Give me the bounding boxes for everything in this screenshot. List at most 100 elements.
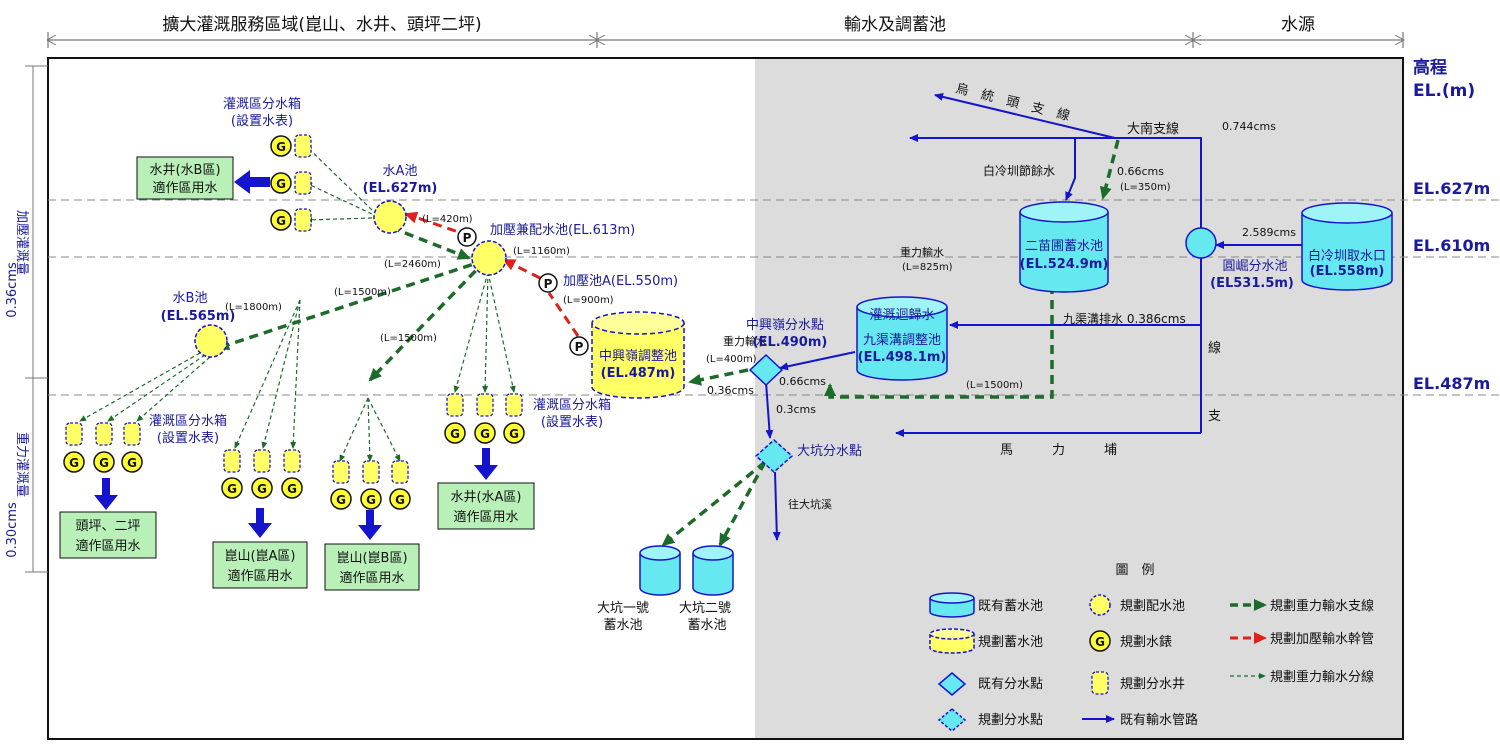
svg-text:P: P bbox=[463, 231, 472, 245]
planned-well bbox=[253, 449, 271, 473]
svg-text:崑山(崑A區): 崑山(崑A區) bbox=[224, 549, 295, 564]
tank-b-pool bbox=[194, 324, 228, 358]
el-627-label: EL.627m bbox=[1413, 179, 1490, 198]
area-kunB: 崑山(崑B區) 適作區用水 bbox=[324, 543, 420, 591]
svg-text:(L=900m): (L=900m) bbox=[563, 295, 614, 306]
malibu-canal-label: 馬 力 埔 bbox=[1000, 443, 1117, 458]
ermiao-name: 二苗圃蓄水池 bbox=[1025, 239, 1103, 254]
gravity-distribution bbox=[79, 145, 516, 462]
canal-line-char: 線 bbox=[1208, 340, 1221, 356]
planned-well bbox=[332, 460, 350, 484]
box-left-sub: (設置水表) bbox=[157, 430, 219, 446]
box-a-top-label: 灌溉區分水箱 bbox=[223, 96, 301, 112]
flow-036: 0.36cms bbox=[707, 384, 754, 397]
flow-066-bottom: 0.66cms bbox=[779, 375, 826, 388]
planned-well bbox=[294, 208, 312, 232]
yuanqi-pool bbox=[1185, 227, 1217, 259]
flow-0744: 0.744cms bbox=[1222, 120, 1276, 133]
baileng-el: (EL.558m) bbox=[1310, 264, 1385, 279]
legend-existing-pipe: 既有輸水管路 bbox=[1082, 712, 1198, 728]
planned-well bbox=[65, 422, 83, 446]
boost-dist-label: 加壓兼配水池(EL.613m) bbox=[490, 223, 635, 238]
area-touping: 頭坪、二坪 適作區用水 bbox=[59, 511, 157, 559]
baileng-name: 白冷圳取水口 bbox=[1308, 248, 1386, 264]
pressure-trunks bbox=[404, 211, 580, 337]
svg-text:G: G bbox=[276, 177, 286, 191]
flow-2589: 2.589cms bbox=[1242, 226, 1296, 239]
area-wellB: 水井(水B區) 適作區用水 bbox=[136, 156, 234, 200]
svg-text:(L=825m): (L=825m) bbox=[902, 262, 953, 273]
legend-planned-split: 規劃分水點 bbox=[937, 708, 1043, 732]
svg-text:G: G bbox=[287, 482, 297, 496]
jiuqu-return: 灌溉迴歸水 bbox=[869, 308, 934, 323]
jiuqu-drain-label: 九渠溝排水 0.386cms bbox=[1063, 312, 1186, 326]
gravity-label-1: 重力輸水 bbox=[723, 334, 767, 348]
svg-text:規劃重力輸水支線: 規劃重力輸水支線 bbox=[1270, 598, 1374, 614]
lower-axis-value: 0.30cms bbox=[5, 502, 20, 558]
baileng-surplus-label: 白冷圳節餘水 bbox=[983, 163, 1055, 178]
legend-existing-split: 既有分水點 bbox=[937, 672, 1043, 696]
meter-icon: G bbox=[251, 477, 273, 499]
tank-a-pool bbox=[373, 200, 407, 234]
dakeng1-label: 大坑一號 bbox=[597, 601, 649, 616]
svg-text:規劃分水井: 規劃分水井 bbox=[1120, 677, 1185, 692]
legend: 圖 例 既有蓄水池 規劃蓄水池 既有分水點 規劃分水點 規劃配水池 G 規劃水錶 bbox=[929, 563, 1374, 732]
zhongxing-split-point bbox=[748, 353, 784, 387]
planned-well bbox=[476, 393, 494, 417]
svg-text:G: G bbox=[276, 140, 286, 154]
el-487-label: EL.487m bbox=[1413, 374, 1490, 393]
svg-text:規劃重力輸水分線: 規劃重力輸水分線 bbox=[1270, 669, 1374, 685]
meter-icon: G bbox=[444, 422, 466, 444]
svg-text:(L=350m): (L=350m) bbox=[1120, 182, 1171, 193]
svg-text:(L=1500m): (L=1500m) bbox=[334, 287, 391, 298]
svg-text:崑山(崑B區): 崑山(崑B區) bbox=[336, 551, 407, 566]
box-right-label: 灌溉區分水箱 bbox=[533, 397, 611, 413]
svg-text:G: G bbox=[366, 493, 376, 507]
box-a-top-sub: (設置水表) bbox=[231, 113, 293, 129]
elevation-unit: EL.(m) bbox=[1413, 81, 1475, 101]
baileng-reservoir: 白冷圳取水口 (EL.558m) bbox=[1301, 202, 1393, 291]
tank-b-name: 水B池 bbox=[173, 291, 208, 306]
planned-well bbox=[362, 460, 380, 484]
svg-text:既有分水點: 既有分水點 bbox=[978, 677, 1043, 692]
header-service-area: 擴大灌溉服務區域(崑山、水井、頭坪二坪) bbox=[162, 15, 481, 35]
planned-well bbox=[505, 393, 523, 417]
meter-icon: G bbox=[121, 451, 143, 473]
left-axis bbox=[25, 65, 48, 573]
dakeng-split-point bbox=[754, 438, 794, 474]
meter-icon: G bbox=[474, 422, 496, 444]
elevation-lines bbox=[48, 199, 1500, 396]
planned-well bbox=[95, 422, 113, 446]
gravity-branches bbox=[216, 139, 1120, 547]
svg-text:既有輸水管路: 既有輸水管路 bbox=[1120, 712, 1198, 728]
svg-text:頭坪、二坪: 頭坪、二坪 bbox=[75, 519, 140, 534]
box-left-label: 灌溉區分水箱 bbox=[149, 413, 227, 429]
svg-text:(L=1500m): (L=1500m) bbox=[966, 380, 1023, 391]
zhongxing-point-el: (EL.490m) bbox=[753, 335, 828, 350]
meter-icon: G bbox=[503, 422, 525, 444]
danan-canal-label: 大南支線 bbox=[1127, 121, 1179, 137]
svg-text:(L=1800m): (L=1800m) bbox=[225, 302, 282, 313]
upper-axis-value: 0.36cms bbox=[5, 262, 20, 318]
meter-icon: G bbox=[270, 172, 292, 194]
header-bar bbox=[48, 32, 1403, 48]
upper-axis-label: 加壓灌溉量 bbox=[14, 210, 29, 275]
gravity-label-2: 重力輸水 bbox=[900, 245, 944, 259]
svg-text:規劃分水點: 規劃分水點 bbox=[978, 713, 1043, 728]
existing-pipes bbox=[765, 92, 1302, 541]
dakeng-point-label: 大坑分水點 bbox=[797, 444, 862, 459]
jiuqu-reservoir: 灌溉迴歸水 九渠溝調整池 (EL.498.1m) bbox=[856, 296, 948, 381]
meter-icon: G bbox=[63, 451, 85, 473]
el-610-label: EL.610m bbox=[1413, 236, 1490, 255]
svg-text:水井(水A區): 水井(水A區) bbox=[450, 490, 521, 505]
svg-text:(L=1500m): (L=1500m) bbox=[380, 333, 437, 344]
meter-icon: G bbox=[270, 135, 292, 157]
dakeng2-label: 大坑二號 bbox=[679, 601, 731, 616]
ermiao-el: (EL.524.9m) bbox=[1020, 257, 1109, 272]
boost-dist-pool bbox=[471, 240, 507, 276]
svg-text:(L=420m): (L=420m) bbox=[422, 214, 473, 225]
svg-text:規劃配水池: 規劃配水池 bbox=[1120, 599, 1185, 614]
ermiao-reservoir: 二苗圃蓄水池 (EL.524.9m) bbox=[1019, 201, 1109, 293]
boost-a-label: 加壓池A(EL.550m) bbox=[563, 274, 678, 289]
svg-text:G: G bbox=[509, 427, 519, 441]
